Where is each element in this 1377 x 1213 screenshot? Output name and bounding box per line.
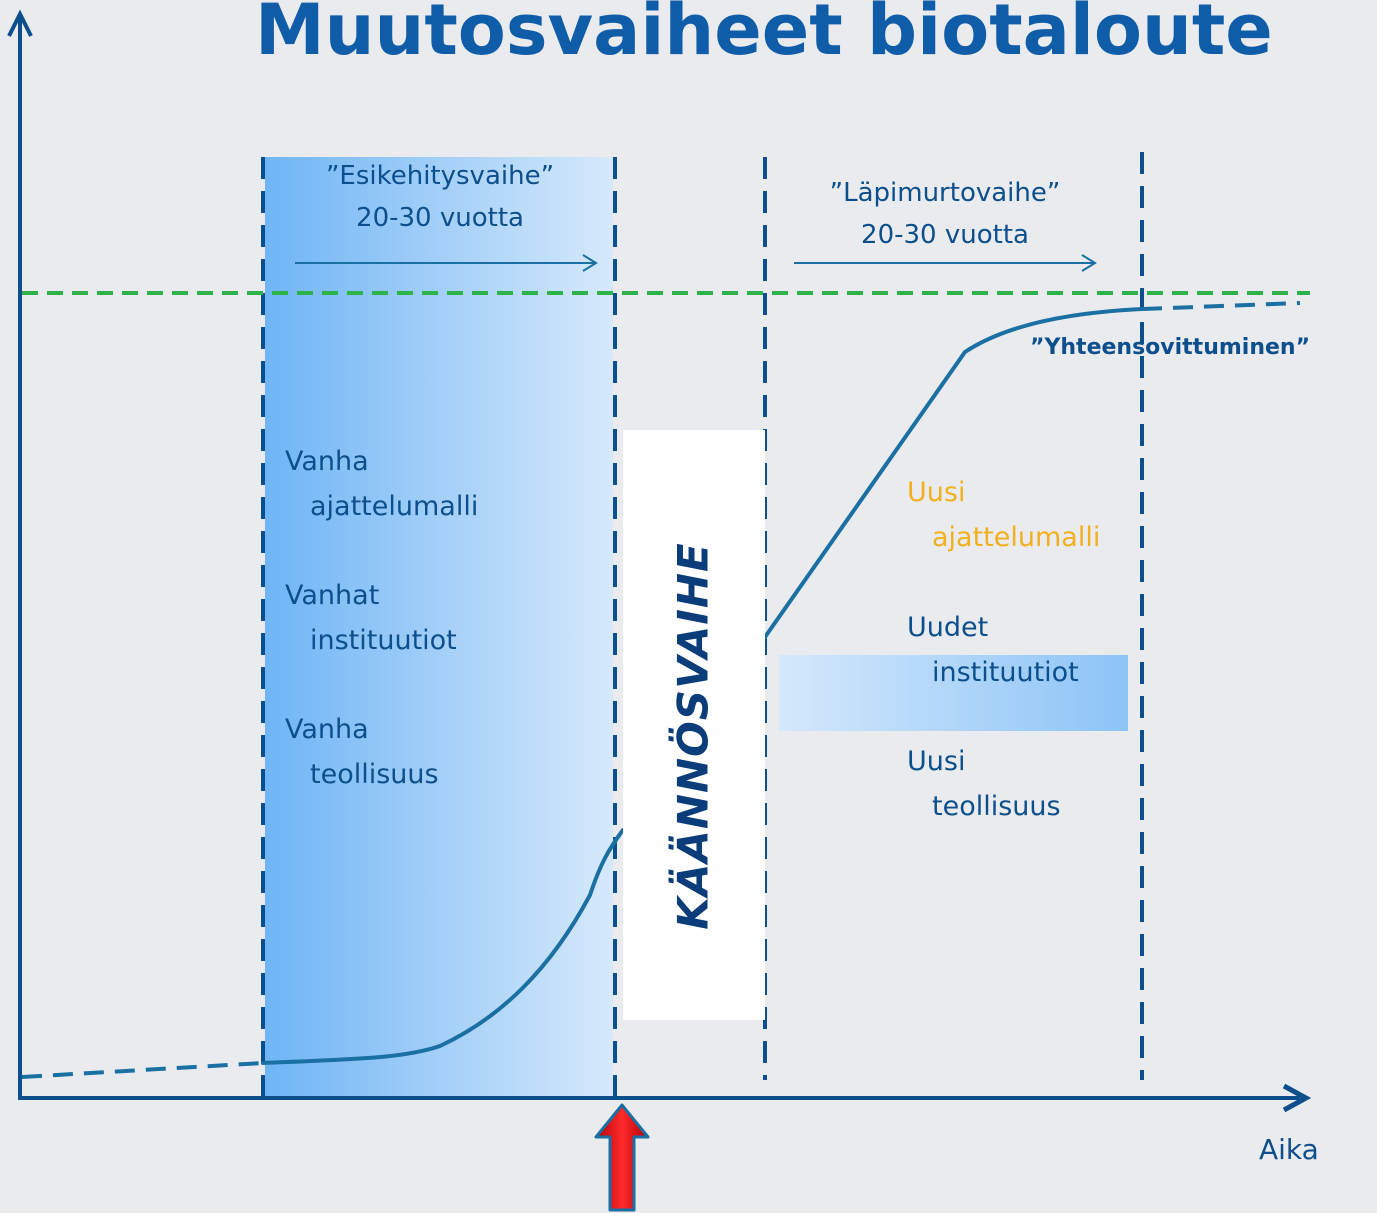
- pre-development-phase-block: ”Esikehitysvaihe” 20-30 vuotta: [300, 155, 580, 239]
- adoption-curve-late: [763, 307, 1144, 639]
- curve-start-dashed: [21, 1061, 264, 1079]
- new-industry-line2: teollisuus: [932, 791, 1061, 822]
- pre-development-duration: 20-30 vuotta: [356, 203, 524, 233]
- adoption-curve-early: [261, 828, 625, 1065]
- old-regime-band: [265, 157, 613, 1098]
- old-institutions-line1: Vanhat: [285, 580, 380, 611]
- old-industry-line2: teollisuus: [310, 759, 439, 790]
- turning-point-label: KÄÄNNÖSVAIHE: [668, 542, 718, 930]
- new-institutions-band: [779, 655, 1128, 731]
- alignment-label: ”Yhteensovittuminen”: [1030, 335, 1311, 360]
- breakthrough-duration: 20-30 vuotta: [861, 220, 1029, 250]
- new-institutions-line2: instituutiot: [932, 657, 1079, 688]
- old-mindset-line1: Vanha: [285, 446, 369, 477]
- breakthrough-phase-block: ”Läpimurtovaihe” 20-30 vuotta: [800, 172, 1090, 256]
- new-mindset-line1: Uusi: [907, 477, 966, 508]
- page-title: Muutosvaiheet biotaloute: [255, 0, 1273, 71]
- breakthrough-label: ”Läpimurtovaihe”: [829, 178, 1061, 208]
- pre-development-arrowhead: [582, 254, 598, 272]
- red-up-arrow-icon: [594, 1103, 650, 1212]
- x-axis-label: Aika: [1259, 1133, 1319, 1166]
- old-mindset-line2: ajattelumalli: [310, 491, 479, 522]
- arrow-up-icon: [7, 9, 33, 37]
- turning-point-box: [623, 430, 765, 1020]
- arrow-right-icon: [1282, 1083, 1312, 1113]
- new-institutions-line1: Uudet: [907, 612, 989, 643]
- new-mindset-line2: ajattelumalli: [932, 522, 1101, 553]
- breakthrough-arrowhead: [1081, 254, 1097, 272]
- old-institutions-line2: instituutiot: [310, 625, 457, 656]
- pre-development-label: ”Esikehitysvaihe”: [325, 161, 555, 191]
- new-industry-line1: Uusi: [907, 746, 966, 777]
- curve-end-dashed: [1141, 301, 1301, 311]
- old-industry-line1: Vanha: [285, 714, 369, 745]
